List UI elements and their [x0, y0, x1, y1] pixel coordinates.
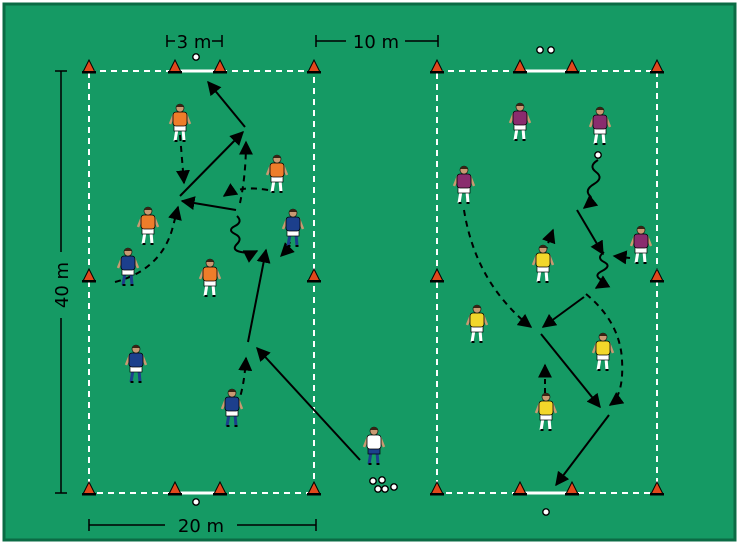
dimension-20m: 20 m: [88, 516, 317, 537]
ball-icon: [536, 46, 544, 54]
cone-icon: [513, 58, 527, 74]
cone-icon: [650, 58, 664, 74]
cone-icon: [430, 480, 444, 496]
run-arrow: [175, 134, 190, 185]
ball-icon: [390, 483, 398, 491]
dimension-10m: 10 m: [315, 32, 439, 53]
pass-arrow: [541, 296, 585, 328]
cone-icon: [565, 58, 579, 74]
player-icon: [198, 258, 222, 297]
cone-icon: [650, 480, 664, 496]
dribble-arrow: [230, 215, 259, 263]
players: [116, 102, 653, 465]
player-icon: [531, 244, 555, 283]
dribble-arrow: [594, 251, 611, 289]
ball-icon: [192, 53, 200, 61]
player-icon: [265, 154, 289, 193]
cone-icon: [82, 58, 96, 74]
run-arrow: [463, 209, 533, 328]
width-label: 20 m: [178, 516, 224, 537]
cone-icon: [307, 267, 321, 283]
pass-arrow: [207, 80, 246, 128]
ball-icon: [369, 477, 377, 485]
pass-arrow: [555, 414, 610, 487]
cone-icon: [650, 267, 664, 283]
dimension-40m: 40 m: [52, 70, 73, 494]
player-icon: [588, 106, 612, 145]
cone-icon: [168, 480, 182, 496]
cone-icon: [307, 480, 321, 496]
run-arrow: [238, 140, 253, 204]
cones: [82, 58, 664, 496]
pass-arrow: [576, 209, 604, 256]
player-icon: [508, 102, 532, 141]
coach-player-icon: [362, 426, 386, 465]
cone-icon: [565, 480, 579, 496]
player-icon: [534, 392, 558, 431]
dribble-arrow: [582, 159, 601, 209]
pass-arrow: [180, 196, 237, 211]
pass-arrow: [540, 333, 601, 409]
player-icon: [136, 206, 160, 245]
length-label: 40 m: [52, 262, 73, 308]
player-icon: [465, 304, 489, 343]
run-arrow: [612, 250, 631, 265]
player-icon: [452, 165, 476, 204]
cone-icon: [430, 267, 444, 283]
ball-icon: [594, 151, 602, 159]
right-area-arrows: [463, 159, 631, 487]
ball-icon: [381, 485, 389, 493]
cone-icon: [213, 58, 227, 74]
ball-icon: [192, 498, 200, 506]
player-icon: [281, 208, 305, 247]
ball-icon: [542, 508, 550, 516]
cone-icon: [430, 58, 444, 74]
ball-icon: [547, 46, 555, 54]
cone-icon: [307, 58, 321, 74]
run-arrow: [114, 205, 182, 283]
gap-label: 10 m: [353, 32, 399, 53]
player-icon: [116, 247, 140, 286]
pass-arrow: [247, 248, 271, 343]
player-icon: [591, 332, 615, 371]
pass-arrow: [179, 131, 244, 197]
cone-icon: [82, 267, 96, 283]
player-icon: [220, 388, 244, 427]
cone-icon: [213, 480, 227, 496]
run-arrow: [585, 293, 625, 406]
player-icon: [168, 103, 192, 142]
cone-icon: [82, 480, 96, 496]
ball-icon: [378, 476, 386, 484]
cone-icon: [168, 58, 182, 74]
goal-width-label: 3 m: [177, 32, 212, 53]
ball-icon: [374, 485, 382, 493]
player-icon: [124, 344, 148, 383]
player-icon: [629, 225, 653, 264]
dimension-3m: 3 m: [166, 32, 223, 53]
cone-icon: [513, 480, 527, 496]
balls: [192, 46, 602, 516]
pass-arrow: [256, 346, 361, 461]
